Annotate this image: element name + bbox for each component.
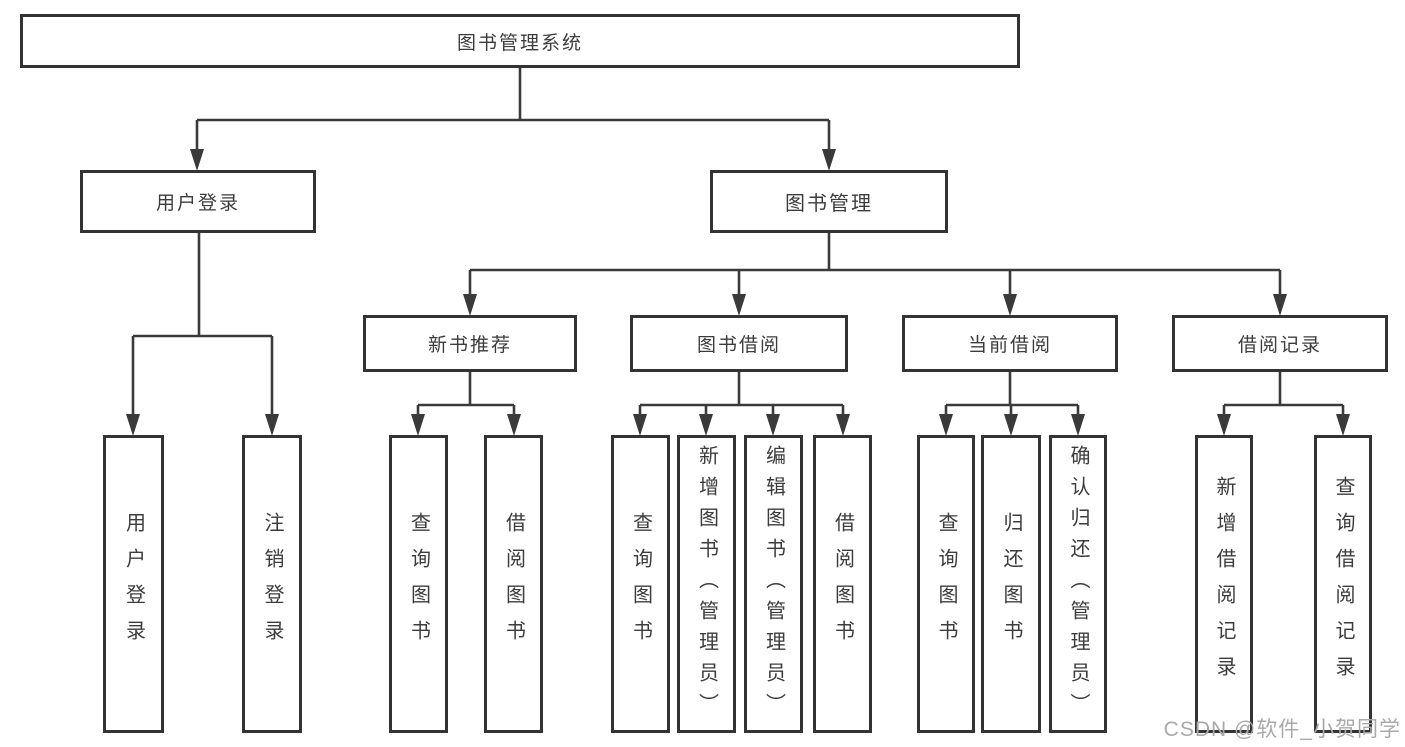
node-label: 查询图书 — [935, 512, 957, 656]
node-label: 新增借阅记录 — [1213, 476, 1235, 692]
leaf-query-books-recommend: 查询图书 — [389, 435, 448, 733]
leaf-query-borrow-record: 查询借阅记录 — [1314, 435, 1372, 733]
node-label: 查询借阅记录 — [1332, 476, 1354, 692]
leaf-return-books: 归还图书 — [981, 435, 1041, 733]
node-label: 借阅记录 — [1237, 335, 1322, 356]
node-current-borrow: 当前借阅 — [902, 315, 1118, 372]
node-label: 新书推荐 — [427, 335, 512, 356]
leaf-borrow-books-recommend: 借阅图书 — [484, 435, 543, 733]
node-book-management: 图书管理 — [710, 170, 948, 233]
csdn-watermark: CSDN @软件_小贺同学 — [1163, 718, 1401, 741]
node-label: 图书管理 — [785, 193, 873, 215]
node-label: 图书管理系统 — [456, 32, 583, 54]
node-label: 新增图书（管理员） — [695, 444, 718, 724]
leaf-borrow-books: 借阅图书 — [813, 435, 872, 733]
node-library-management-system: 图书管理系统 — [20, 14, 1020, 68]
node-label: 编辑图书（管理员） — [762, 444, 785, 724]
leaf-confirm-return-admin: 确认归还（管理员） — [1049, 435, 1107, 733]
leaf-user-login: 用户登录 — [103, 435, 164, 733]
node-label: 归还图书 — [1000, 512, 1022, 656]
node-new-book-recommend: 新书推荐 — [363, 315, 577, 372]
node-label: 借阅图书 — [831, 512, 854, 656]
leaf-edit-books-admin: 编辑图书（管理员） — [744, 435, 803, 733]
node-label: 图书借阅 — [696, 335, 781, 356]
leaf-add-books-admin: 新增图书（管理员） — [677, 435, 736, 733]
node-label: 确认归还（管理员） — [1067, 444, 1089, 724]
node-label: 借阅图书 — [502, 512, 525, 656]
leaf-logout: 注销登录 — [242, 435, 302, 733]
node-borrow-records: 借阅记录 — [1172, 315, 1388, 372]
node-book-borrow: 图书借阅 — [630, 315, 848, 372]
node-user-login: 用户登录 — [80, 170, 316, 233]
leaf-query-books-borrow: 查询图书 — [611, 435, 670, 733]
leaf-add-borrow-record: 新增借阅记录 — [1195, 435, 1253, 733]
leaf-query-books-current: 查询图书 — [917, 435, 975, 733]
node-label: 查询图书 — [629, 512, 652, 656]
node-label: 当前借阅 — [967, 335, 1052, 356]
node-label: 查询图书 — [407, 512, 430, 656]
node-label: 用户登录 — [155, 193, 240, 214]
node-label: 用户登录 — [122, 512, 145, 656]
node-label: 注销登录 — [261, 512, 283, 656]
